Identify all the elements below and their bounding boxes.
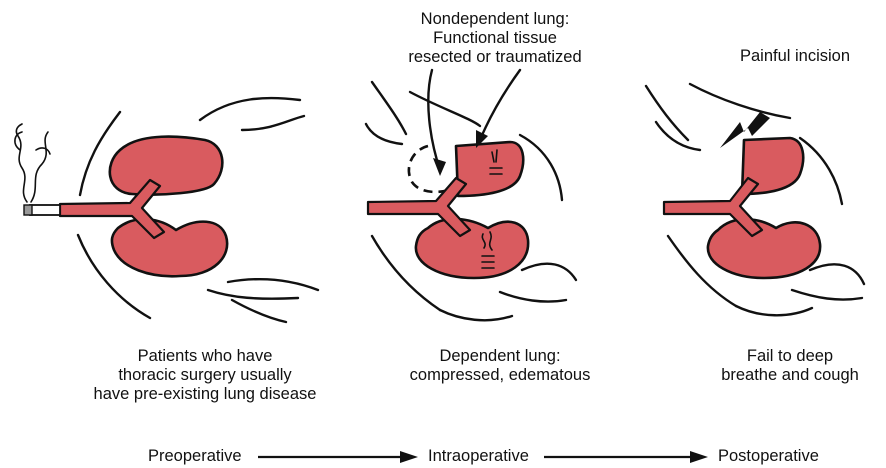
body-outline: [656, 122, 700, 150]
airway: [664, 178, 762, 236]
label-line: Nondependent lung:: [370, 10, 620, 29]
caption-line: breathe and cough: [700, 366, 880, 385]
postoperative-caption: Fail to deep breathe and cough: [700, 347, 880, 385]
body-outline: [646, 86, 688, 140]
body-outline: [366, 124, 402, 144]
cigarette-ash: [24, 205, 32, 215]
body-outline: [372, 82, 406, 134]
body-outline-lower: [208, 290, 298, 299]
caption-line: thoracic surgery usually: [55, 366, 355, 385]
label-line: Functional tissue: [370, 29, 620, 48]
smoke: [16, 124, 27, 202]
intraoperative-caption: Dependent lung: compressed, edematous: [380, 347, 620, 385]
body-outline-right: [520, 135, 562, 200]
caption-line: Fail to deep: [700, 347, 880, 366]
preoperative-caption: Patients who have thoracic surgery usual…: [55, 347, 355, 404]
stage-intraoperative: Intraoperative: [428, 447, 529, 466]
timeline-arrowhead-1: [400, 451, 418, 463]
smoke: [31, 132, 48, 202]
body-outline-lower: [232, 300, 286, 322]
lower-lung: [708, 219, 820, 278]
label-line: Painful incision: [710, 47, 880, 66]
intraoperative-top-label: Nondependent lung: Functional tissue res…: [370, 10, 620, 67]
caption-line: compressed, edematous: [380, 366, 620, 385]
preoperative-illustration: [15, 98, 318, 322]
airway: [60, 180, 164, 238]
intraoperative-illustration: [366, 70, 576, 320]
body-outline-lower: [736, 306, 812, 315]
caption-line: have pre-existing lung disease: [55, 385, 355, 404]
timeline-arrowhead-2: [690, 451, 708, 463]
airway: [368, 178, 470, 236]
upper-lung: [110, 137, 223, 195]
postoperative-top-label: Painful incision: [710, 47, 880, 66]
caption-line: Patients who have: [55, 347, 355, 366]
pointer-arrow: [428, 70, 440, 170]
body-outline-right: [800, 138, 842, 204]
nondependent-lung: [456, 142, 523, 196]
pointer-arrowhead: [433, 158, 446, 176]
body-outline-lower: [792, 290, 862, 300]
cigarette: [30, 205, 60, 215]
stage-preoperative: Preoperative: [148, 447, 242, 466]
stage-postoperative: Postoperative: [718, 447, 819, 466]
shoulder-outline: [410, 92, 480, 126]
body-outline-lower: [522, 264, 576, 280]
back-outline: [242, 116, 304, 130]
shoulder-outline: [200, 98, 300, 120]
body-outline-lower: [500, 292, 566, 302]
pointer-arrow: [480, 70, 520, 140]
label-line: resected or traumatized: [370, 48, 620, 67]
body-outline-lower: [810, 264, 864, 284]
dependent-lung: [416, 219, 528, 278]
shoulder-outline: [690, 84, 790, 118]
postoperative-illustration: [646, 84, 864, 315]
body-outline-lower: [440, 310, 512, 320]
lower-lung: [112, 219, 227, 276]
caption-line: Dependent lung:: [380, 347, 620, 366]
body-outline-lower: [228, 279, 318, 290]
